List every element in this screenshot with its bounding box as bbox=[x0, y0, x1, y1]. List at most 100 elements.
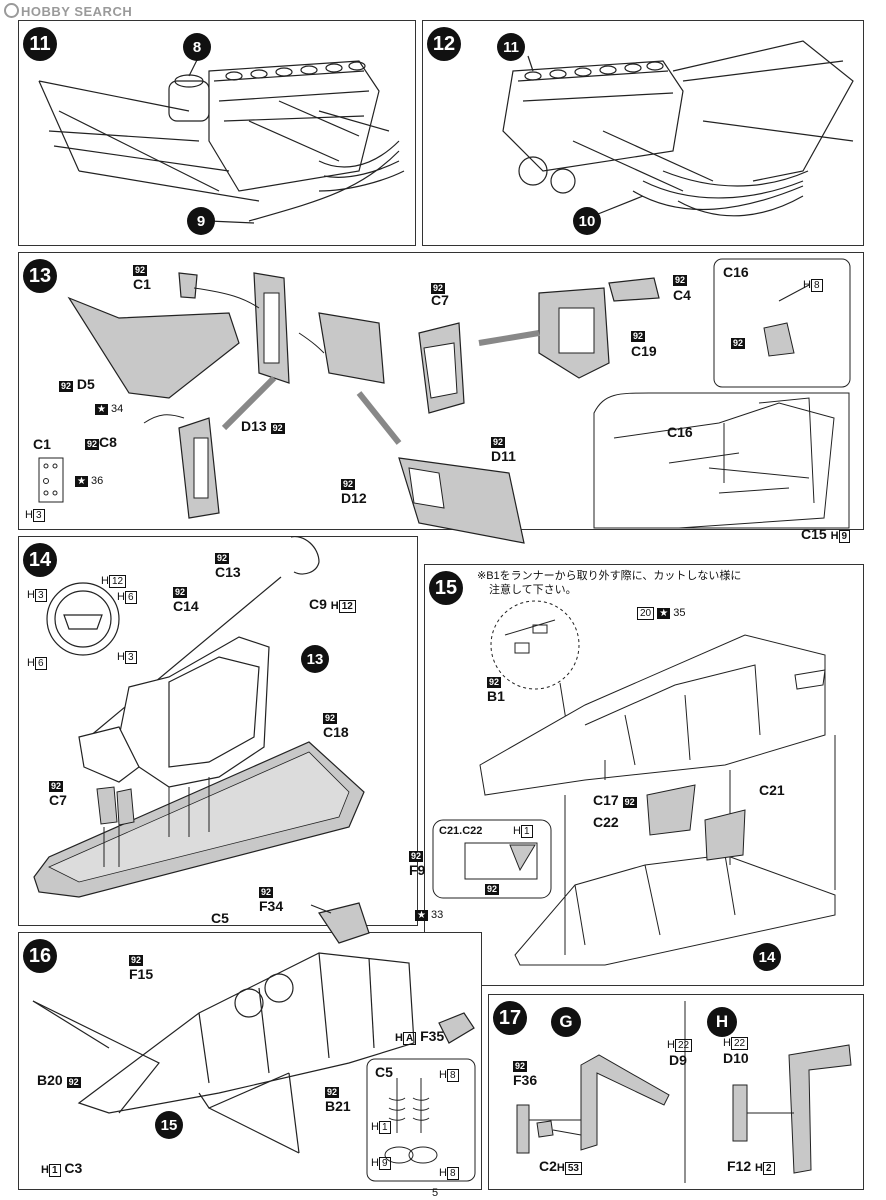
step-number: 16 bbox=[23, 939, 57, 973]
step-number: 13 bbox=[23, 259, 57, 293]
label-f9-part: F9 bbox=[409, 862, 426, 878]
callout-10: 10 bbox=[573, 207, 601, 235]
label-c14-part: C14 bbox=[173, 598, 199, 614]
star-icon: ★ bbox=[415, 910, 428, 921]
label-f15: 92 bbox=[129, 955, 144, 966]
star-icon: ★ bbox=[75, 476, 88, 487]
label-c22: C22 bbox=[593, 814, 619, 830]
callout-14: 14 bbox=[753, 943, 781, 971]
label-d9: D9 bbox=[669, 1052, 687, 1068]
label-d11: 92 bbox=[491, 437, 506, 448]
label-c17: C17 92 bbox=[593, 792, 637, 808]
step-13-panel: 13 bbox=[18, 252, 864, 544]
label-b20: B20 92 bbox=[37, 1072, 81, 1088]
label-c7-part: C7 bbox=[431, 292, 449, 308]
step-15-panel: 15 ※B1をランナーから取り外す際に、カットしない様に 注意して下さい。 bbox=[424, 564, 864, 986]
step-11-panel: 11 8 9 bbox=[18, 20, 416, 246]
label-b21: 92 bbox=[325, 1087, 340, 1098]
label-c13: 92 bbox=[215, 553, 230, 564]
label-star34: ★ 34 bbox=[95, 403, 124, 415]
callout-13: 13 bbox=[301, 645, 329, 673]
label-c5: C5 bbox=[211, 910, 229, 926]
label-c4: 92 bbox=[673, 275, 688, 286]
label-c7: 92 bbox=[431, 283, 446, 294]
label-c16-inset: C16 bbox=[723, 264, 749, 280]
nose-suspension-illustration bbox=[32, 902, 476, 1182]
callout-15: 15 bbox=[155, 1111, 183, 1139]
star-icon: ★ bbox=[657, 608, 671, 619]
label-c1: 92 bbox=[133, 265, 148, 276]
star-icon: ★ bbox=[95, 404, 108, 415]
label-b21-part: B21 bbox=[325, 1098, 351, 1114]
callout-8: 8 bbox=[183, 33, 211, 61]
tub-floor-illustration bbox=[33, 535, 365, 898]
label-c7: 92 bbox=[49, 781, 64, 792]
label-b1: 92 bbox=[487, 677, 502, 688]
callout-9: 9 bbox=[187, 207, 215, 235]
label-f36-part: F36 bbox=[513, 1072, 538, 1088]
engine-exhaust-illustration bbox=[502, 40, 854, 217]
label-f9: 92 bbox=[409, 851, 424, 862]
label-d13: D13 92 bbox=[241, 418, 285, 434]
gear-icon bbox=[4, 3, 19, 18]
step-12-panel: 12 11 10 bbox=[422, 20, 864, 246]
subassembly-h: H bbox=[707, 1007, 737, 1037]
label-f36: 92 bbox=[513, 1061, 528, 1072]
label-d5: 92 D5 bbox=[59, 376, 95, 392]
label-d12: 92 bbox=[341, 479, 356, 490]
label-c13-part: C13 bbox=[215, 564, 241, 580]
page-number: 5 bbox=[432, 1187, 439, 1199]
label-d10: D10 bbox=[723, 1050, 749, 1066]
inset-title: C21.C22 bbox=[439, 825, 483, 837]
label-c1-detail: C1 bbox=[33, 436, 51, 452]
label-d11-part: D11 bbox=[491, 448, 516, 464]
label-c14: 92 bbox=[173, 587, 188, 598]
label-c19-part: C19 bbox=[631, 343, 657, 359]
step-number: 12 bbox=[427, 27, 461, 61]
caution-note: ※B1をランナーから取り外す際に、カットしない様に 注意して下さい。 bbox=[477, 570, 742, 596]
label-c16-detail: C16 bbox=[667, 424, 693, 440]
watermark: HOBBY SEARCH bbox=[4, 3, 132, 19]
label-c18-part: C18 bbox=[323, 724, 349, 740]
label-b1-part: B1 bbox=[487, 688, 505, 704]
label-c19: 92 bbox=[631, 331, 646, 342]
label-star33: ★ 33 bbox=[415, 909, 444, 921]
step-number: 15 bbox=[429, 571, 463, 605]
inset-c5-title: C5 bbox=[375, 1064, 393, 1080]
label-c4-part: C4 bbox=[673, 287, 691, 303]
label-f34-part: F34 bbox=[259, 898, 284, 914]
label-star36: ★ 36 bbox=[75, 475, 104, 487]
label-f34: 92 bbox=[259, 887, 274, 898]
body-assembly-illustration bbox=[432, 600, 836, 966]
cockpit-parts-illustration bbox=[38, 258, 851, 544]
inset-paint: 92 bbox=[485, 884, 500, 895]
label-c21: C21 bbox=[759, 782, 785, 798]
label-c18: 92 bbox=[323, 713, 338, 724]
label-c16-paint: 92 bbox=[731, 338, 746, 349]
subassembly-g: G bbox=[551, 1007, 581, 1037]
label-c7-part: C7 bbox=[49, 792, 67, 808]
